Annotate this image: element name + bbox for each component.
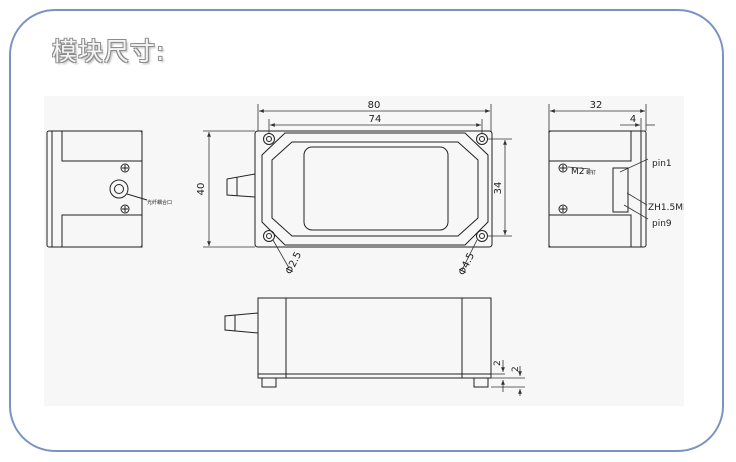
dim-connector-offset: 4 <box>630 114 636 125</box>
screw-label: M2 <box>571 167 585 177</box>
pin9-label: pin9 <box>652 219 672 229</box>
front-view <box>226 130 493 248</box>
left-side-view <box>46 130 148 248</box>
dim-hole-length: 74 <box>369 114 382 125</box>
dim-large-hole: Φ4.5 <box>457 251 477 277</box>
page-title: 模块尺寸: <box>52 37 166 66</box>
dim-foot-height: 2 <box>511 366 521 372</box>
screw-icon <box>558 163 568 173</box>
dim-hole-height: 34 <box>493 182 504 195</box>
screw-icon <box>120 163 130 173</box>
screw-icon <box>120 204 130 214</box>
screw-suffix-label: 螺钉 <box>586 169 596 176</box>
pin1-label: pin1 <box>652 159 672 169</box>
right-side-view <box>548 130 647 248</box>
dim-overall-height: 40 <box>196 183 207 196</box>
dim-small-hole: Φ2.5 <box>284 250 304 276</box>
dim-step-height: 2 <box>493 360 503 366</box>
dim-overall-length: 80 <box>368 100 381 111</box>
connector-label: ZH1.5MM <box>648 203 684 213</box>
screw-icon <box>558 204 568 214</box>
drawing-area: 80 74 40 34 32 4 Φ2.5 Φ4.5 2 2 光纤耦合口 M2 … <box>44 96 703 406</box>
light-port-label: 光纤耦合口 <box>147 199 172 206</box>
bottom-view <box>224 297 492 388</box>
dimension-drawing: 80 74 40 34 32 4 Φ2.5 Φ4.5 2 2 光纤耦合口 M2 … <box>46 100 703 396</box>
dim-depth: 32 <box>590 100 603 111</box>
light-port-icon <box>109 179 129 199</box>
